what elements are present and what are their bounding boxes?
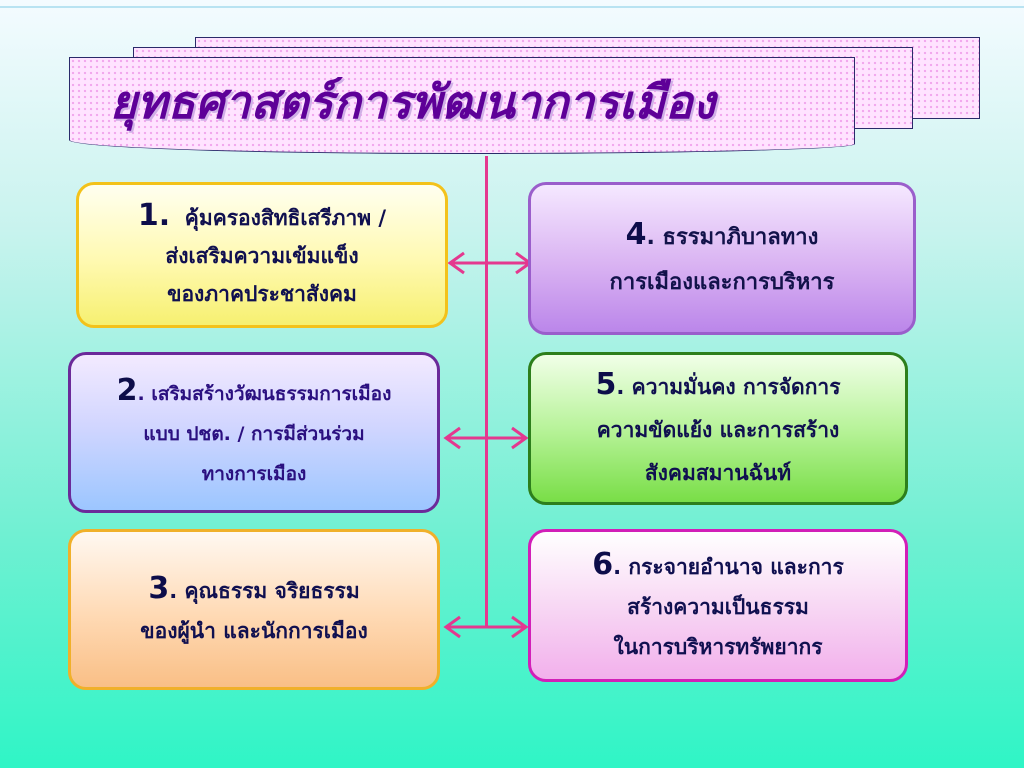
strategy-text: การเมืองและการบริหาร [609, 270, 835, 295]
vertical-connector [485, 156, 488, 628]
double-arrow-row2 [443, 426, 529, 450]
double-arrow-row3 [443, 615, 529, 639]
strategy-number: 5 [595, 366, 617, 402]
strategy-number: 6 [592, 546, 614, 582]
title-banner-front [69, 57, 855, 154]
strategy-text: คุ้มครองสิทธิเสรีภาพ / [184, 206, 387, 230]
strategy-number: 2 [116, 373, 138, 408]
strategy-number: 1. [137, 198, 171, 233]
page-title: ยุทธศาสตร์การพัฒนาการเมือง [110, 75, 716, 129]
strategy-box-5: 5. ความมั่นคง การจัดการ ความขัดแย้ง และก… [528, 352, 908, 505]
strategy-text: ส่งเสริมความเข้มแข็ง [165, 244, 359, 268]
top-rule [0, 6, 1024, 8]
strategy-text: . กระจายอำนาจ และการ [613, 554, 844, 579]
strategy-text: สังคมสมานฉันท์ [644, 460, 792, 485]
strategy-text: . ความมั่นคง การจัดการ [616, 374, 841, 399]
strategy-text: ในการบริหารทรัพยากร [613, 634, 823, 659]
strategy-text: สร้างความเป็นธรรม [627, 594, 809, 619]
strategy-text: ความขัดแย้ง และการสร้าง [596, 417, 840, 442]
strategy-number: 4 [625, 217, 647, 252]
strategy-box-4: 4. ธรรมาภิบาลทาง การเมืองและการบริหาร [528, 182, 916, 335]
strategy-box-1: 1. คุ้มครองสิทธิเสรีภาพ / ส่งเสริมความเข… [76, 182, 448, 328]
strategy-text: . คุณธรรม จริยธรรม [169, 578, 360, 603]
strategy-text: แบบ ปชต. / การมีส่วนร่วม [143, 423, 365, 445]
strategy-text: ของภาคประชาสังคม [167, 282, 357, 306]
strategy-box-6: 6. กระจายอำนาจ และการ สร้างความเป็นธรรม … [528, 529, 908, 682]
strategy-text: ทางการเมือง [201, 463, 307, 485]
double-arrow-row1 [447, 251, 533, 275]
strategy-number: 3 [148, 570, 170, 606]
strategy-text: . เสริมสร้างวัฒนธรรมการเมือง [137, 383, 392, 405]
strategy-text: . ธรรมาภิบาลทาง [646, 225, 819, 250]
strategy-box-3: 3. คุณธรรม จริยธรรม ของผู้นำ และนักการเม… [68, 529, 440, 690]
strategy-box-2: 2. เสริมสร้างวัฒนธรรมการเมือง แบบ ปชต. /… [68, 352, 440, 513]
strategy-text: ของผู้นำ และนักการเมือง [140, 618, 368, 643]
